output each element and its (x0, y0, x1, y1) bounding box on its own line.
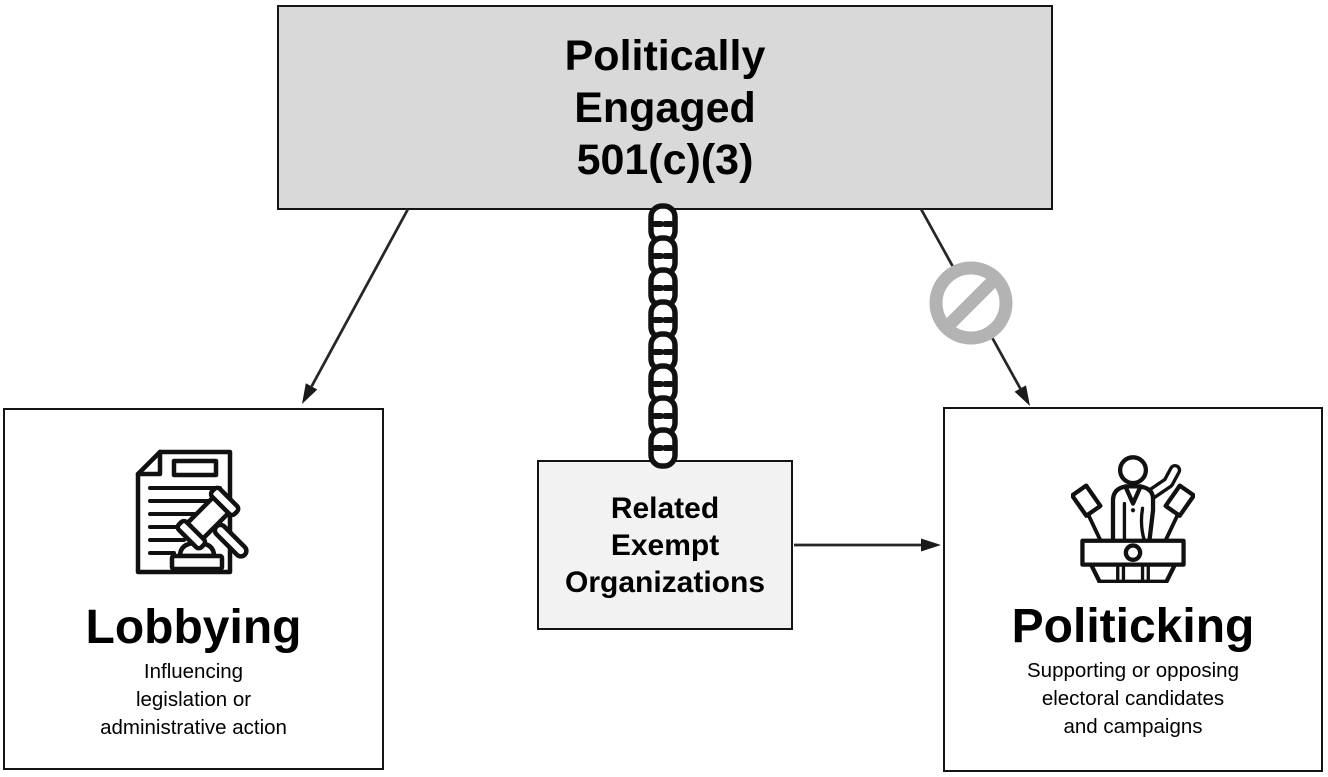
lobbying-subtitle-line-3: administrative action (100, 716, 287, 739)
chain-icon (651, 206, 675, 466)
related-box-line-3: Organizations (564, 565, 766, 599)
politicking-title: Politicking (1011, 600, 1255, 653)
podium-speaker-icon (1069, 447, 1197, 588)
related-box-line-2: Exempt (610, 528, 720, 562)
top-box-line-2: Engaged (574, 83, 756, 132)
no-symbol-icon (929, 261, 1013, 345)
politicking-box: Politicking Supporting or opposing elect… (943, 407, 1323, 772)
politicking-subtitle-line-1: Supporting or opposing (1027, 659, 1239, 682)
related-box-line-1: Related (610, 491, 720, 525)
lobbying-title: Lobbying (85, 601, 302, 654)
lobbying-box: Lobbying Influencing legislation or admi… (3, 408, 384, 770)
arrow-related-to-politicking (794, 538, 941, 552)
related-exempt-organizations-box: Related Exempt Organizations (537, 460, 793, 630)
top-box-line-1: Politically (564, 31, 766, 80)
arrow-top-to-lobbying (302, 208, 410, 404)
lobbying-subtitle-line-2: legislation or (135, 688, 252, 711)
document-gavel-icon (123, 444, 265, 589)
lobbying-subtitle-line-1: Influencing (143, 660, 244, 683)
top-box-line-3: 501(c)(3) (576, 135, 754, 184)
politicking-subtitle: Supporting or opposing electoral candida… (1027, 657, 1239, 741)
politicking-subtitle-line-3: and campaigns (1063, 715, 1203, 738)
politically-engaged-box: Politically Engaged 501(c)(3) (277, 5, 1053, 210)
politicking-subtitle-line-2: electoral candidates (1041, 687, 1225, 710)
lobbying-subtitle: Influencing legislation or administrativ… (100, 658, 287, 742)
arrow-top-to-politicking (919, 208, 1030, 406)
